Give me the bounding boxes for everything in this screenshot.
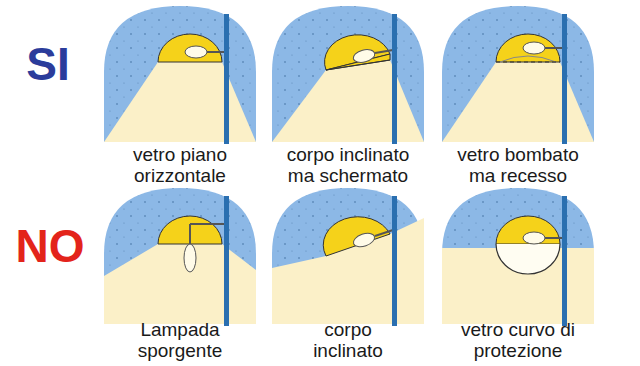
caption: corpo inclinato bbox=[302, 320, 394, 361]
lamp-panel bbox=[104, 6, 256, 144]
lamp-panel bbox=[104, 188, 256, 326]
lamp-panel bbox=[272, 188, 424, 326]
caption: Lampada sporgente bbox=[130, 320, 230, 361]
lamp-panel bbox=[442, 6, 594, 144]
section-mark: NO bbox=[5, 222, 95, 272]
caption: vetro piano orizzontale bbox=[124, 145, 236, 186]
caption: corpo inclinato ma schermato bbox=[273, 145, 423, 186]
lamp-panel bbox=[272, 6, 424, 144]
lamp-panel bbox=[442, 188, 594, 326]
caption: vetro curvo di protezione bbox=[457, 320, 579, 361]
caption: vetro bombato ma recesso bbox=[448, 145, 588, 186]
section-mark: SI bbox=[8, 40, 88, 90]
